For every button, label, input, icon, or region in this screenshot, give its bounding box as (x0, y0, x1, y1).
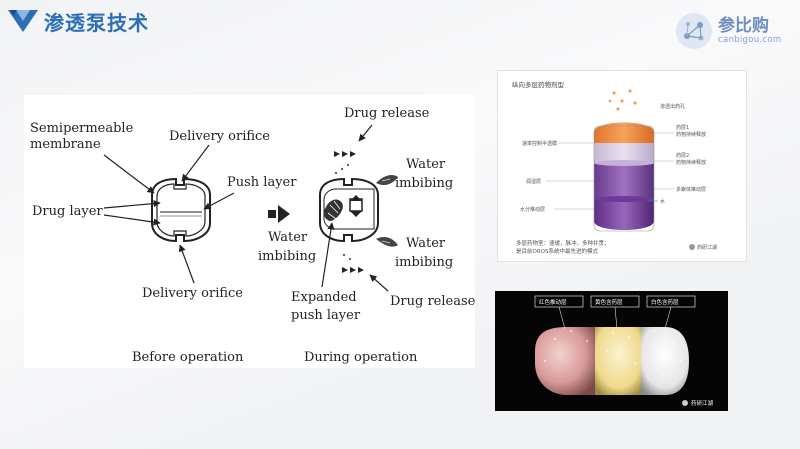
label-box-yellow (590, 295, 640, 330)
label-expanded-2: push layer (291, 308, 361, 323)
drug-particles-bottom-icon (342, 267, 364, 273)
capsule-image (535, 327, 689, 395)
figure-watermark: 药研江湖 (697, 244, 717, 251)
label-water-imbibing-right-2: imbibing (395, 255, 453, 270)
label-release: 渗透出药孔 (660, 103, 685, 110)
molecule-logo-icon (676, 13, 712, 49)
label-water-imbibing-left-2: imbibing (258, 249, 316, 264)
label-push-layer: Push layer (227, 175, 297, 190)
label-red-push-layer: 红色推动层 (539, 298, 567, 306)
label-water-imbibing-right-1: Water (406, 236, 446, 251)
brand-logo: 参比购 canbigou.com (674, 10, 784, 52)
label-push: 水分推动层 (520, 206, 545, 213)
caption-before: Before operation (132, 350, 244, 365)
caption-line-1: 多层药物室：速缓，脉冲，多种并贯； (516, 239, 610, 247)
figure-title: 纵向多层药物剂型 (512, 80, 565, 89)
label-semipermeable-1: Semipermeable (30, 121, 134, 136)
label-water-imbibing-top-2: imbibing (395, 176, 453, 191)
label-drug-release-bottom: Drug release (390, 294, 475, 309)
photo-watermark: 药研江湖 (691, 399, 714, 407)
label-layer1-a: 药层1 (676, 124, 689, 131)
capsule-photo: 红色推动层 黄色含药层 白色含药层 药研江湖 (495, 291, 728, 411)
transition-arrow-icon (268, 205, 290, 223)
label-drug-release-top: Drug release (344, 106, 430, 121)
wechat-icon (682, 400, 688, 406)
tablet-during (319, 163, 398, 261)
label-box-white (646, 295, 696, 330)
tablet-before (151, 177, 211, 243)
caption-line-2: 是目前OROS系统中最先进的模式 (516, 247, 598, 255)
label-drug-layer: Drug layer (32, 204, 103, 219)
osmotic-pump-diagram: Semipermeable membrane Delivery orifice … (24, 95, 476, 368)
logo-triangle-icon (8, 10, 38, 32)
label-expanded-1: Expanded (291, 290, 357, 305)
slide-title: 渗透泵技术 (44, 10, 149, 35)
label-membrane: 速率控制半透膜 (522, 140, 557, 147)
label-delivery-orifice-top: Delivery orifice (169, 129, 270, 144)
label-layer2-a: 药层2 (676, 152, 689, 159)
label-yellow-drug-layer: 黄色含药层 (595, 298, 623, 306)
label-osmotic: 润湿层 (526, 178, 541, 185)
label-box-red (534, 295, 584, 330)
label-white-drug-layer: 白色含药层 (651, 298, 679, 306)
brand-domain: canbigou.com (718, 35, 782, 45)
multilayer-tablet-figure: 纵向多层药物剂型 速率控制半透膜 润湿层 水分推动层 渗透出药孔 药层1 药物持… (497, 70, 747, 262)
label-layer1-b: 药物持续释放 (676, 131, 706, 138)
label-expand: 多聚体推动层 (676, 186, 706, 193)
label-water-imbibing-left-1: Water (268, 230, 308, 245)
released-drug-drops-icon (608, 89, 637, 111)
wechat-icon (689, 244, 695, 250)
label-water-imbibing-top-1: Water (406, 157, 446, 172)
brand-name: 参比购 (718, 16, 769, 36)
label-delivery-orifice-bottom: Delivery orifice (142, 286, 243, 301)
label-water: 水 (660, 198, 665, 205)
drug-particles-icon (334, 151, 356, 157)
label-layer2-b: 药物持续释放 (676, 159, 706, 166)
slide-header: 渗透泵技术 (8, 6, 149, 36)
label-semipermeable-2: membrane (30, 137, 101, 152)
caption-during: During operation (304, 350, 418, 365)
